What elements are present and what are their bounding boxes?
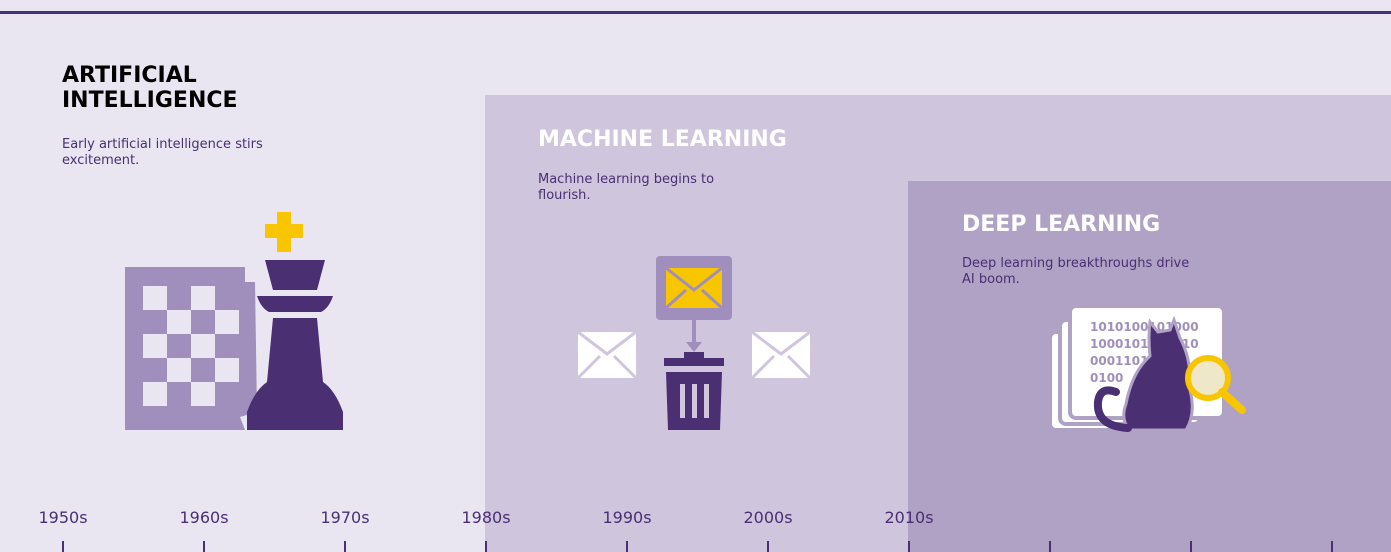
timeline-tick xyxy=(767,541,769,552)
ai-illustration xyxy=(125,212,343,430)
top-rule xyxy=(0,11,1391,14)
arrow-down-icon xyxy=(686,320,702,352)
timeline-tick xyxy=(344,541,346,552)
binary-line-3: 0001101 xyxy=(1090,354,1148,368)
timeline-tick xyxy=(626,541,628,552)
timeline-tick xyxy=(1049,541,1051,552)
cat-icon xyxy=(1093,315,1194,432)
dl-description: Deep learning breakthroughs drive AI boo… xyxy=(962,256,1190,287)
chessboard-icon xyxy=(125,267,257,430)
timeline-tick xyxy=(203,541,205,552)
timeline-tick xyxy=(485,541,487,552)
envelope-icon-right xyxy=(750,330,812,380)
ai-heading: ARTIFICIAL INTELLIGENCE xyxy=(62,63,238,113)
ml-illustration xyxy=(576,256,812,430)
timeline-label-2000s: 2000s xyxy=(743,508,793,527)
timeline-label-2010s: 2010s xyxy=(884,508,934,527)
dl-illustration: 1010100101000 1000101001010 0001101 0100 xyxy=(1048,304,1246,432)
magnifier-icon xyxy=(1185,355,1246,414)
timeline-label-1980s: 1980s xyxy=(461,508,511,527)
binary-line-4: 0100 xyxy=(1090,371,1123,385)
timeline-tick xyxy=(1331,541,1333,552)
binary-line-1: 1010100101000 xyxy=(1090,320,1199,334)
trash-can-icon xyxy=(664,352,724,430)
spam-envelope-icon xyxy=(656,256,732,320)
ml-heading: MACHINE LEARNING xyxy=(538,127,787,152)
envelope-icon-left xyxy=(576,330,638,380)
ai-description: Early artificial intelligence stirs exci… xyxy=(62,137,263,168)
ml-description: Machine learning begins to flourish. xyxy=(538,172,715,203)
timeline-tick xyxy=(908,541,910,552)
timeline-tick xyxy=(62,541,64,552)
king-chess-piece-icon xyxy=(247,212,343,430)
dl-heading: DEEP LEARNING xyxy=(962,212,1161,237)
timeline-label-1970s: 1970s xyxy=(320,508,370,527)
timeline-label-1960s: 1960s xyxy=(179,508,229,527)
timeline-tick xyxy=(1190,541,1192,552)
timeline-label-1950s: 1950s xyxy=(38,508,88,527)
timeline-label-1990s: 1990s xyxy=(602,508,652,527)
